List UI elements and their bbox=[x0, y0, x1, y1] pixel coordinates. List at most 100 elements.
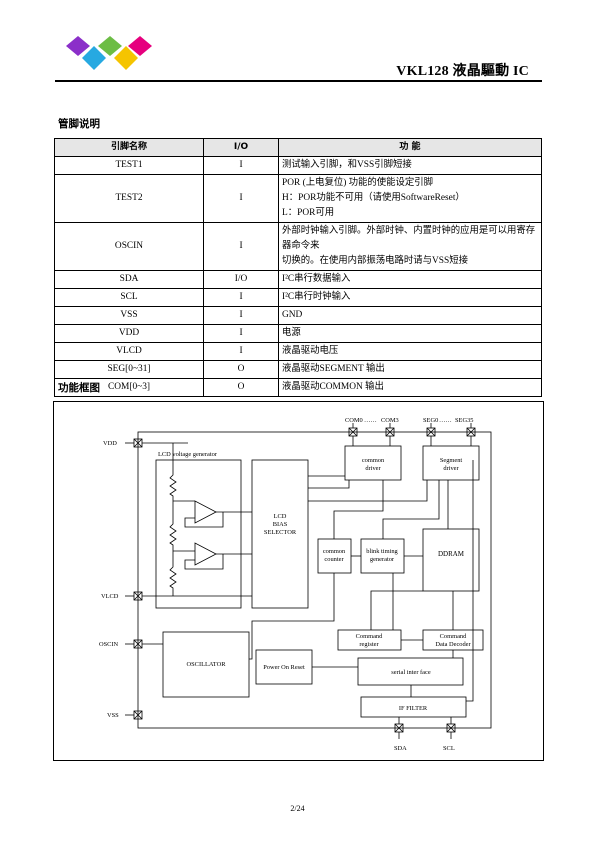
label-oscin: OSCIN bbox=[99, 641, 119, 648]
pin-function-cell: 电源 bbox=[278, 324, 542, 343]
pin-function-cell: GND bbox=[278, 306, 542, 325]
label-vss: VSS bbox=[107, 712, 119, 719]
pin-io-cell: I bbox=[203, 222, 279, 271]
pin-function-cell: 液晶驱动SEGMENT 输出 bbox=[278, 360, 542, 379]
bias-selector-box bbox=[251, 459, 309, 609]
pin-function-cell: 外部时钟输入引脚。外部时钟、内置时钟的应用是可以用寄存器命令来切换的。在使用内部… bbox=[278, 222, 542, 271]
label-com3: COM3 bbox=[381, 417, 399, 424]
voltage-generator-box bbox=[155, 459, 242, 609]
pin-name-cell: VLCD bbox=[54, 342, 204, 361]
pin-io-cell: I bbox=[203, 342, 279, 361]
function-line: 切换的。在使用内部振荡电路时请与VSS短接 bbox=[282, 256, 468, 266]
label-common-driver-2: driver bbox=[365, 465, 381, 472]
label-blink-timing-1: blink timing bbox=[366, 548, 398, 555]
label-command-decoder-2: Data Decoder bbox=[435, 641, 471, 648]
label-power-on-reset: Power On Reset bbox=[263, 664, 305, 671]
function-line: H：POR功能不可用（请使用SoftwareReset） bbox=[282, 193, 465, 203]
pin-io-cell: O bbox=[203, 360, 279, 379]
table-header-row: 引脚名称 I/O 功 能 bbox=[54, 138, 542, 157]
block-diagram: VDD VLCD OSCIN VSS SDA SCL COM0 …… COM3 … bbox=[99, 417, 492, 752]
logo-diamond-4 bbox=[114, 46, 138, 70]
function-line: 液晶驱动SEGMENT 输出 bbox=[282, 364, 385, 374]
function-line: 电源 bbox=[282, 328, 301, 338]
pin-function-cell: 测试输入引脚，和VSS引脚短接 bbox=[278, 156, 542, 175]
function-line: POR (上电复位) 功能的使能设定引脚 bbox=[282, 178, 434, 188]
if-filter-box bbox=[360, 696, 467, 718]
logo-diamond-3 bbox=[98, 36, 122, 56]
label-seg0: SEG0 bbox=[423, 417, 438, 424]
label-bias-2: BIAS bbox=[273, 521, 288, 528]
label-command-register-2: register bbox=[359, 641, 379, 648]
pin-name-cell: SEG[0~31] bbox=[54, 360, 204, 379]
label-if-filter: IF FILTER bbox=[399, 705, 428, 712]
block-diagram-frame bbox=[53, 401, 544, 761]
function-line: 液晶驱动COMMON 输出 bbox=[282, 382, 384, 392]
serial-interface-box bbox=[357, 657, 464, 686]
label-scl: SCL bbox=[443, 745, 455, 752]
pin-name-cell: VDD bbox=[54, 324, 204, 343]
pin-io-cell: I bbox=[203, 306, 279, 325]
label-common-counter-1: common bbox=[323, 548, 346, 555]
ddram-box bbox=[422, 528, 480, 592]
logo-diamond-2 bbox=[82, 46, 106, 70]
label-oscillator: OSCILLATOR bbox=[187, 661, 227, 668]
logo-diamond-1 bbox=[66, 36, 90, 56]
label-ddram: DDRAM bbox=[438, 550, 465, 558]
document-title: VKL128 液晶驅動 IC bbox=[396, 64, 529, 79]
label-com-dots: …… bbox=[364, 417, 377, 424]
pin-io-cell: I bbox=[203, 174, 279, 223]
function-line: GND bbox=[282, 310, 303, 320]
pin-function-cell: POR (上电复位) 功能的使能设定引脚 H：POR功能不可用（请使用Softwa… bbox=[278, 174, 542, 223]
label-command-decoder-1: Command bbox=[440, 633, 467, 640]
function-line: 液晶驱动电压 bbox=[282, 346, 339, 356]
pin-io-cell: I bbox=[203, 288, 279, 307]
pin-function-cell: 液晶驱动COMMON 输出 bbox=[278, 378, 542, 397]
pin-name-cell: TEST2 bbox=[54, 174, 204, 223]
pin-vss-marker bbox=[133, 710, 143, 720]
header-pin-name: 引脚名称 bbox=[54, 138, 204, 157]
section-title-block-diagram: 功能框图 bbox=[58, 382, 100, 394]
label-seg35: SEG35 bbox=[455, 417, 473, 424]
pin-function-cell: I²C串行时钟输入 bbox=[278, 288, 542, 307]
page-number: 2/24 bbox=[290, 804, 305, 813]
logo-diamond-5 bbox=[128, 36, 152, 56]
segment-driver-box bbox=[422, 445, 480, 481]
oscillator-box bbox=[162, 631, 250, 698]
function-line: I²C串行时钟输入 bbox=[282, 292, 351, 302]
pin-name-cell: SCL bbox=[54, 288, 204, 307]
label-voltage-generator: LCD voltage generator bbox=[158, 451, 218, 458]
label-com0: COM0 bbox=[345, 417, 363, 424]
pin-function-cell: I²C串行数据输入 bbox=[278, 270, 542, 289]
label-vdd: VDD bbox=[103, 440, 117, 447]
pin-io-cell: I/O bbox=[203, 270, 279, 289]
pin-function-cell: 液晶驱动电压 bbox=[278, 342, 542, 361]
label-common-driver-1: common bbox=[362, 457, 385, 464]
function-line: L：POR可用 bbox=[282, 208, 335, 218]
label-sda: SDA bbox=[394, 745, 407, 752]
pin-name-cell: OSCIN bbox=[54, 222, 204, 271]
common-driver-box bbox=[344, 445, 402, 481]
label-seg-dots: …… bbox=[439, 417, 452, 424]
label-vlcd: VLCD bbox=[101, 593, 119, 600]
label-common-counter-2: counter bbox=[324, 556, 344, 563]
label-bias-3: SELECTOR bbox=[264, 529, 297, 536]
label-bias-1: LCD bbox=[274, 513, 287, 520]
label-segment-driver-1: Segment bbox=[440, 457, 463, 464]
function-line: 测试输入引脚，和VSS引脚短接 bbox=[282, 160, 412, 170]
header-io: I/O bbox=[203, 138, 279, 157]
label-serial-interface: serial inter face bbox=[391, 669, 431, 676]
label-segment-driver-2: driver bbox=[443, 465, 459, 472]
label-blink-timing-2: generator bbox=[370, 556, 395, 563]
pin-name-cell: SDA bbox=[54, 270, 204, 289]
function-line: 外部时钟输入引脚。外部时钟、内置时钟的应用是可以用寄存器命令来 bbox=[282, 226, 536, 251]
